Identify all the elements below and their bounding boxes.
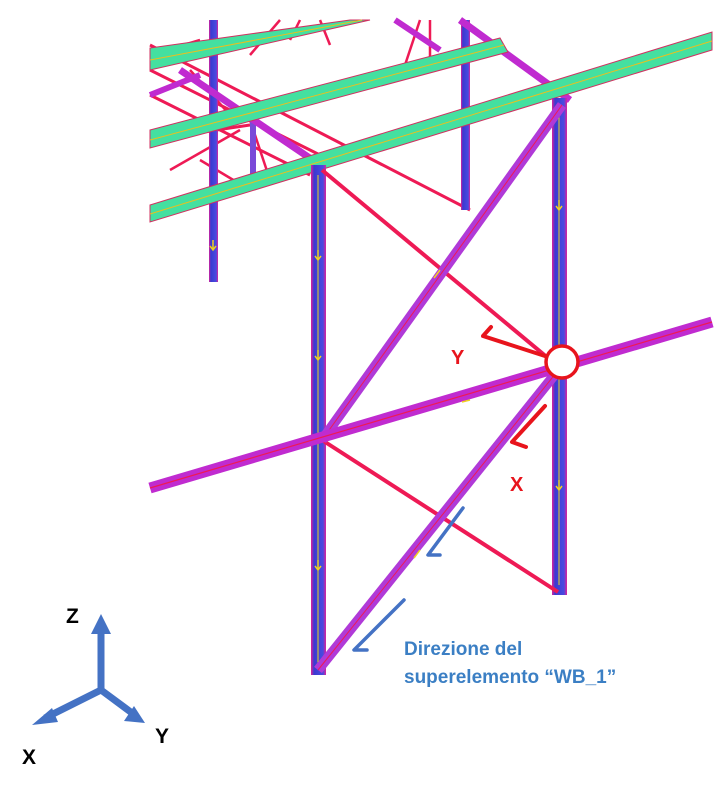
column-bg-1	[209, 20, 218, 282]
node-marker	[544, 344, 580, 380]
purlin-1	[149, 19, 371, 71]
long-beam	[148, 316, 714, 494]
local-x-label: X	[510, 474, 524, 496]
global-y-label: Y	[155, 725, 169, 748]
z-axis-arrowhead	[91, 614, 111, 634]
member-arrows	[209, 200, 563, 572]
direction-arrow-1	[426, 506, 465, 557]
global-z-label: Z	[66, 605, 79, 628]
main-columns	[311, 98, 567, 675]
annotation-line-1: Direzione del	[404, 639, 523, 660]
global-axes	[32, 614, 145, 725]
superelement-annotation: Direzione del superelemento “WB_1”	[404, 636, 704, 692]
purlin-2	[149, 37, 509, 149]
column-bg-3	[250, 120, 256, 190]
local-y-label: Y	[451, 347, 465, 369]
global-x-label: X	[22, 746, 36, 769]
local-x-arrow	[510, 404, 547, 449]
x-axis-arrowhead	[32, 708, 58, 725]
y-axis-arrowhead	[124, 706, 145, 723]
local-axes	[481, 325, 547, 449]
braces	[314, 102, 567, 674]
purlins	[149, 19, 713, 223]
annotation-line-2: superelemento “WB_1”	[404, 667, 617, 688]
direction-arrow-2	[352, 598, 406, 652]
local-y-arrow	[481, 325, 547, 358]
superelement-direction-arrows	[352, 506, 465, 652]
